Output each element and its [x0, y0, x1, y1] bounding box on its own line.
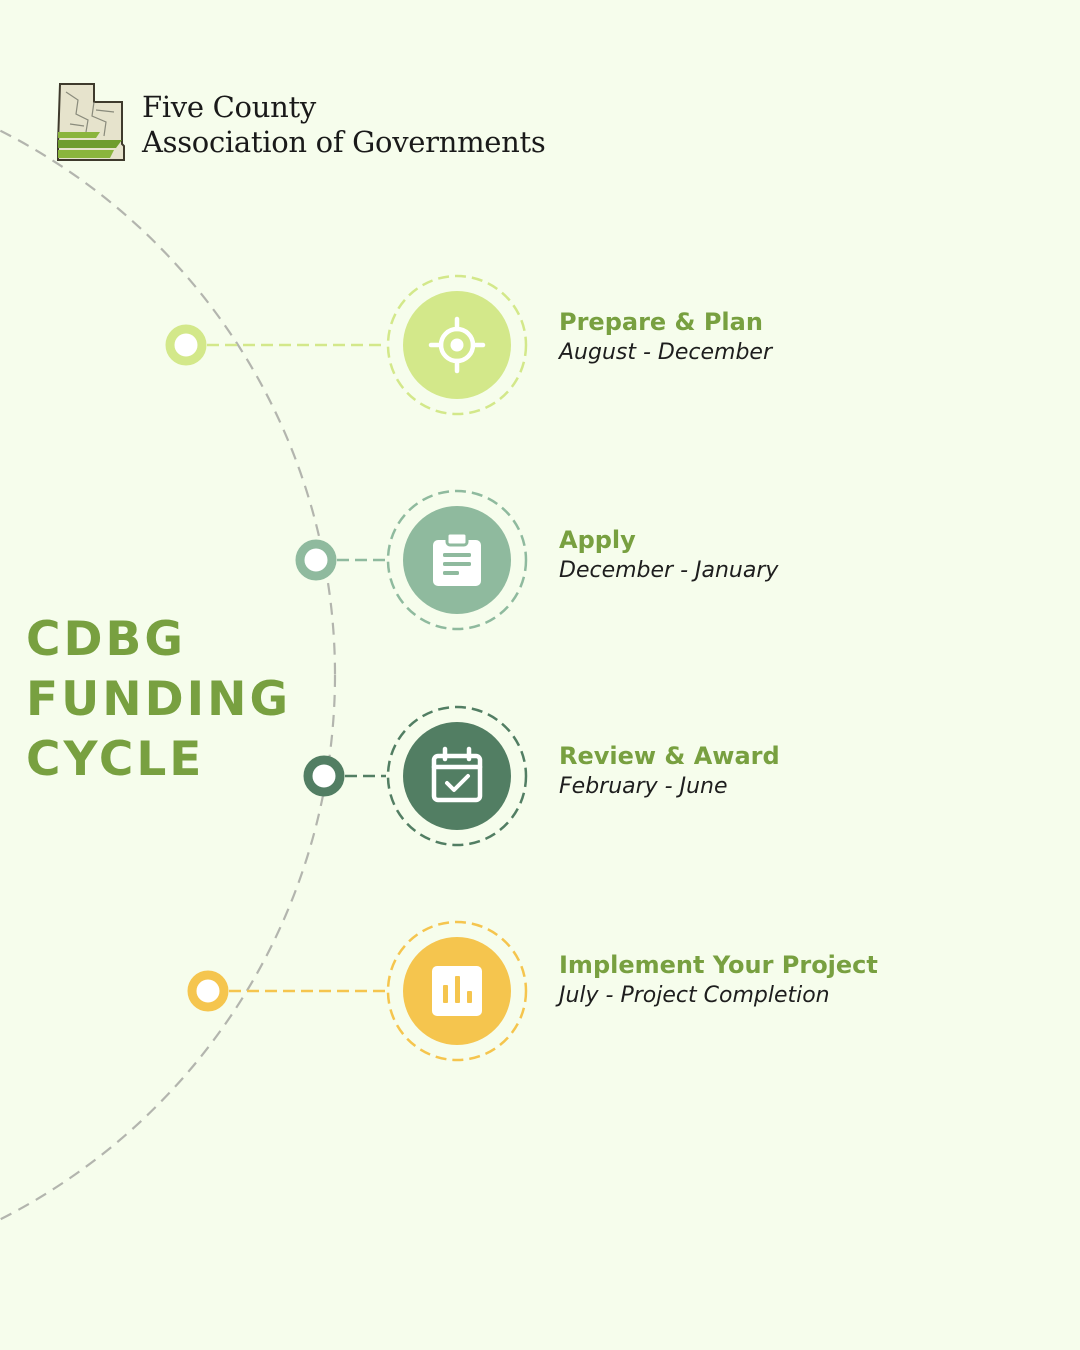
icon-disc [403, 722, 511, 830]
step-dates-prepare-plan: August - December [559, 340, 772, 365]
timeline-node [295, 539, 337, 581]
timeline-node [187, 970, 229, 1012]
cycle-arc [0, 129, 336, 1221]
step-dates-review-award: February - June [559, 774, 728, 799]
step-dates-implement: July - Project Completion [559, 983, 830, 1008]
title-line-2: FUNDING [26, 672, 292, 727]
step-review-award-graphic [303, 705, 528, 847]
org-name-line1: Five County [142, 90, 316, 124]
icon-ring [386, 705, 528, 847]
calendar-check-icon [431, 746, 483, 803]
org-logo: Five County Association of Governments [56, 82, 546, 164]
step-title-apply: Apply [559, 526, 636, 554]
step-prepare-plan-graphic [165, 274, 528, 416]
org-name-line2: Association of Governments [142, 125, 546, 159]
step-title-review-award: Review & Award [559, 742, 780, 770]
step-implement-graphic [187, 920, 528, 1062]
step-title-implement: Implement Your Project [559, 951, 878, 979]
step-dates-apply: December - January [559, 558, 779, 583]
timeline-node [303, 755, 345, 797]
clipboard-icon [433, 531, 481, 586]
page-title: CDBG FUNDING CYCLE [26, 610, 291, 790]
bar-chart-icon [432, 966, 482, 1016]
utah-map-icon [57, 83, 125, 161]
timeline-node [165, 324, 207, 366]
title-line-1: CDBG [26, 612, 186, 667]
step-apply-graphic [295, 489, 528, 631]
icon-ring [386, 920, 528, 1062]
title-line-3: CYCLE [26, 732, 205, 787]
target-icon [428, 316, 486, 374]
icon-ring [386, 489, 528, 631]
step-title-prepare-plan: Prepare & Plan [559, 308, 763, 336]
icon-ring [386, 274, 528, 416]
